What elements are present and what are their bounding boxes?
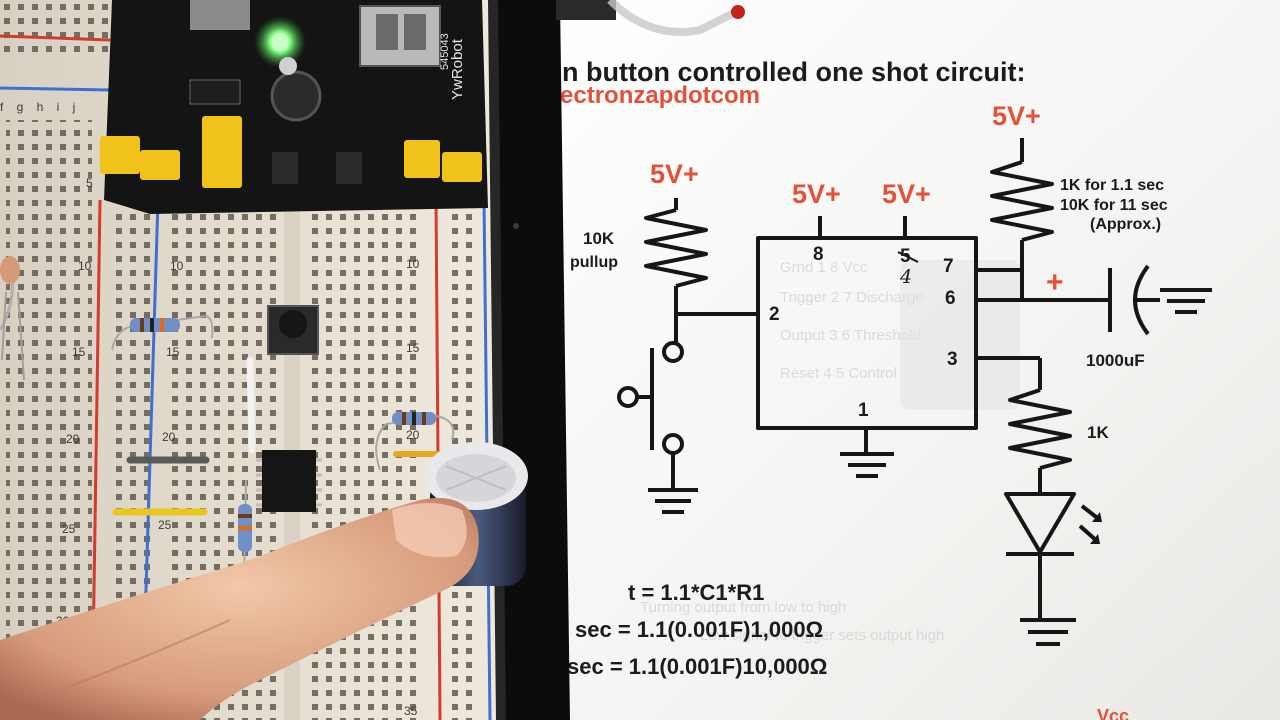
finger xyxy=(0,498,479,720)
row-number-15-c: 15 xyxy=(406,341,420,355)
timing-resistor-note-1: 1K for 1.1 sec xyxy=(1060,177,1165,194)
vcc-label-pin4: 5V+ xyxy=(882,179,931,209)
pin-3-label: 3 xyxy=(947,349,958,370)
row-number-10: 10 xyxy=(78,259,92,273)
svg-text:Output 3 6 Threshold: Output 3 6 Threshold xyxy=(780,327,921,344)
pin-4-label: 4 xyxy=(900,266,913,288)
timing-resistor-component xyxy=(375,412,455,471)
capacitor-value: 1000uF xyxy=(1086,351,1145,370)
breadboard-column-letters: f g h i j xyxy=(0,100,81,114)
tactile-button-component xyxy=(267,305,319,355)
pin-2-label: 2 xyxy=(769,304,780,325)
vcc-label-pullup: 5V+ xyxy=(650,159,699,189)
timing-resistor-note-2: 10K for 11 sec xyxy=(1060,197,1168,214)
row-number-25: 25 xyxy=(62,522,76,536)
pin-7-label: 7 xyxy=(943,256,954,277)
paper-subtitle: ectronzapdotcom xyxy=(560,82,761,109)
row-number-20-b: 20 xyxy=(162,430,176,444)
paper-title: n button controlled one shot circuit: xyxy=(562,57,1026,87)
pin-6-label: 6 xyxy=(945,288,956,309)
pin-5-label: 5 xyxy=(900,246,911,267)
module-brand: YwRobot xyxy=(449,38,466,100)
svg-text:Grnd 1 8 Vcc: Grnd 1 8 Vcc xyxy=(780,259,868,276)
svg-text:Reset 4 5 Control: Reset 4 5 Control xyxy=(780,365,897,382)
pullup-label: pullup xyxy=(570,254,618,271)
vcc-label-pin8: 5V+ xyxy=(792,179,841,209)
row-number-10-c: 10 xyxy=(406,257,420,271)
row-number-5: 5 xyxy=(86,176,93,190)
pullup-value: 10K xyxy=(583,229,615,248)
left-resistor xyxy=(0,256,25,381)
ic-555-component xyxy=(256,450,322,512)
svg-text:Low signal to trigger sets out: Low signal to trigger sets output high xyxy=(700,627,944,644)
row-number-20: 20 xyxy=(66,432,80,446)
pullup-resistor-component xyxy=(111,314,214,351)
svg-text:Turning output from low to hig: Turning output from low to high xyxy=(640,599,846,616)
pin-8-label: 8 xyxy=(813,244,824,265)
top-wires xyxy=(556,0,745,36)
timing-resistor-note-3: (Approx.) xyxy=(1090,216,1162,233)
power-module xyxy=(100,0,488,214)
row-number-15-b: 15 xyxy=(166,345,180,359)
equation-1k: sec = 1.1(0.001F)1,000Ω xyxy=(575,617,824,642)
capacitor-polarity: + xyxy=(1046,266,1064,299)
svg-text:Trigger 2 7 Discharge: Trigger 2 7 Discharge xyxy=(780,289,924,306)
row-number-20-c: 20 xyxy=(406,428,420,442)
led-resistor-value: 1K xyxy=(1087,423,1109,442)
vcc-label-timing: 5V+ xyxy=(992,101,1041,131)
vcc-corner-label: Vcc xyxy=(1097,706,1130,720)
equation-10k: sec = 1.1(0.001F)10,000Ω xyxy=(567,654,828,679)
equation-formula: t = 1.1*C1*R1 xyxy=(628,580,765,605)
row-number-35: 35 xyxy=(404,704,418,718)
row-number-15: 15 xyxy=(72,345,86,359)
pin-1-label: 1 xyxy=(858,400,869,421)
module-id: 545043 xyxy=(439,33,451,70)
row-number-25-b: 25 xyxy=(158,518,172,532)
row-number-10-b: 10 xyxy=(170,259,184,273)
